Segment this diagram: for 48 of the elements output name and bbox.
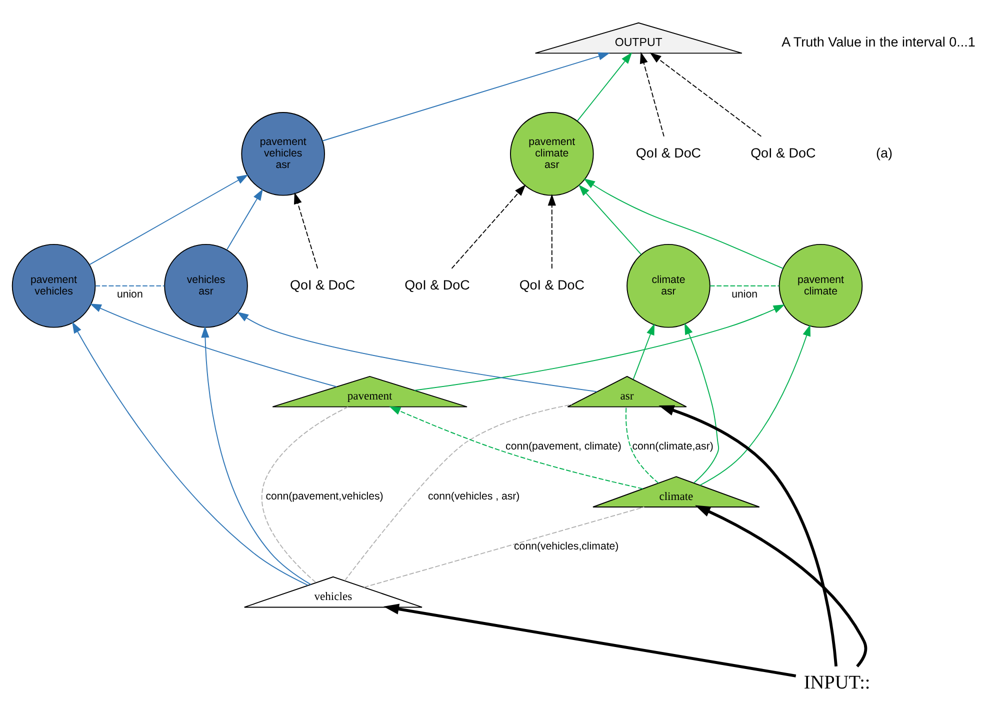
arrow <box>578 184 642 254</box>
arrow <box>294 192 318 268</box>
arrow <box>658 404 838 666</box>
node-text: INPUT:: <box>804 672 870 694</box>
node-circle: pavement climate <box>778 243 863 328</box>
connector <box>626 406 659 484</box>
node-text: QoI & DoC <box>404 276 470 292</box>
arrow <box>226 188 263 250</box>
connector <box>363 506 645 588</box>
arrow <box>89 174 248 265</box>
edge-label: conn(pavement, climate) <box>506 440 622 452</box>
arrow <box>576 52 632 121</box>
arrow <box>90 303 338 387</box>
edge-label: conn(vehicles , asr) <box>428 490 520 502</box>
edge-label: union <box>116 288 143 300</box>
node-circle: pavement vehicles asr <box>241 111 325 196</box>
node-text: QoI & DoC <box>290 276 356 292</box>
arrow <box>548 193 556 268</box>
arrow <box>236 311 598 392</box>
node-circle: pavement vehicles <box>12 243 96 328</box>
arrow <box>699 324 810 486</box>
arrow <box>632 322 655 380</box>
arrow <box>684 322 720 483</box>
edge-label: union <box>732 288 758 300</box>
arrow <box>584 178 784 268</box>
connector <box>710 284 780 286</box>
edge-label: conn(vehicles,climate) <box>514 540 619 552</box>
node-text: QoI & DoC <box>519 276 584 292</box>
arrow <box>414 304 785 390</box>
connector <box>344 404 572 581</box>
arrow <box>322 52 610 141</box>
arrow <box>640 51 664 136</box>
edge-label: conn(climate,asr) <box>632 440 714 452</box>
arrow <box>72 321 309 586</box>
edge-label: conn(pavement,vehicles) <box>266 490 384 502</box>
label: A Truth Value in the interval 0...1 <box>782 34 976 50</box>
arrow <box>451 184 526 268</box>
connector <box>94 284 165 286</box>
arrow <box>383 603 796 677</box>
connector <box>261 406 348 582</box>
arrow <box>389 406 644 489</box>
label: (a) <box>876 144 893 160</box>
node-circle: climate asr <box>626 243 710 328</box>
arrow <box>650 52 762 136</box>
arrow <box>695 504 868 667</box>
node-text: QoI & DoC <box>750 144 816 160</box>
node-text: QoI & DoC <box>636 144 702 160</box>
arrow <box>201 326 312 584</box>
